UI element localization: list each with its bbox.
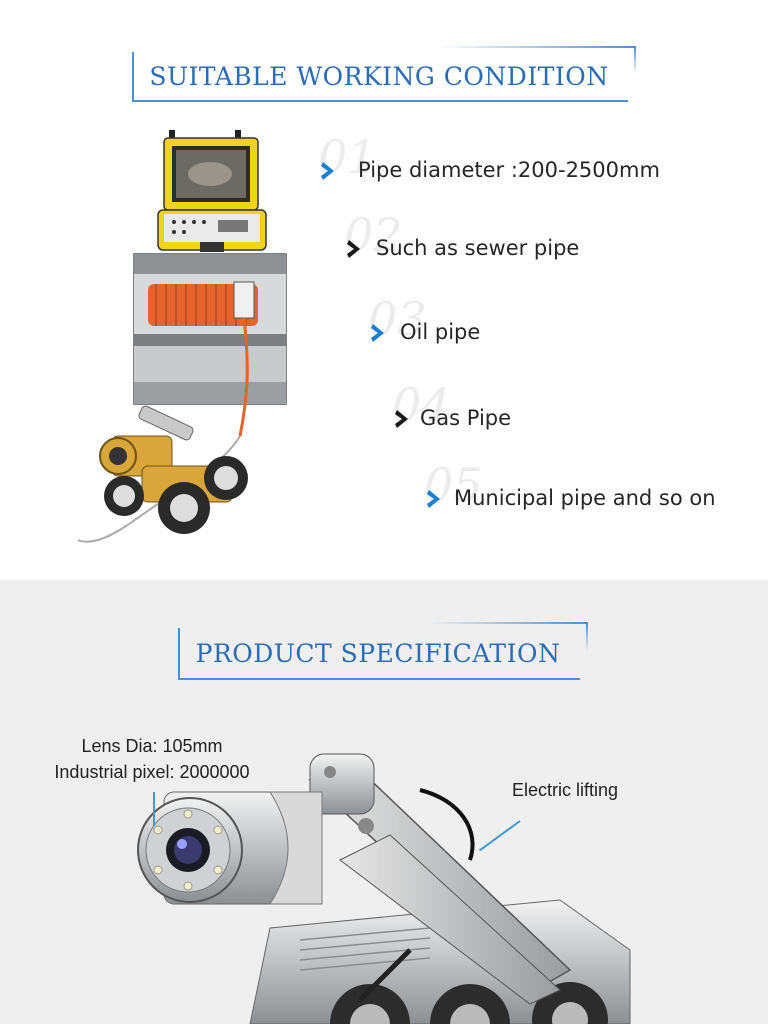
product-specification-section: PRODUCT SPECIFICATION — [0, 580, 768, 1024]
condition-text: Municipal pipe and so on — [454, 486, 716, 510]
condition-text: Pipe diameter :200-2500mm — [358, 158, 660, 182]
chevron-right-icon — [347, 240, 360, 258]
condition-text: Such as sewer pipe — [376, 236, 580, 260]
product-specification-title: PRODUCT SPECIFICATION — [195, 638, 561, 668]
lens-diameter-label: Lens Dia: 105mm — [81, 736, 223, 756]
working-condition-title: SUITABLE WORKING CONDITION — [149, 61, 609, 91]
electric-lifting-label: Electric lifting — [512, 780, 619, 800]
condition-text: Gas Pipe — [420, 406, 512, 430]
working-condition-section: SUITABLE WORKING CONDITION — [77, 46, 716, 543]
chevron-right-icon — [321, 162, 334, 180]
crawler-robot-image — [137, 753, 631, 1024]
working-condition-banner: SUITABLE WORKING CONDITION — [132, 46, 636, 102]
chevron-right-icon — [371, 324, 384, 342]
pipe-inspection-system-image — [77, 130, 287, 543]
condition-text: Oil pipe — [400, 320, 481, 344]
chevron-right-icon — [395, 410, 408, 428]
pixel-label: Industrial pixel: 2000000 — [54, 762, 250, 782]
product-specification-banner: PRODUCT SPECIFICATION — [178, 622, 588, 680]
chevron-right-icon — [427, 490, 440, 508]
lens-leader-line — [153, 792, 155, 826]
